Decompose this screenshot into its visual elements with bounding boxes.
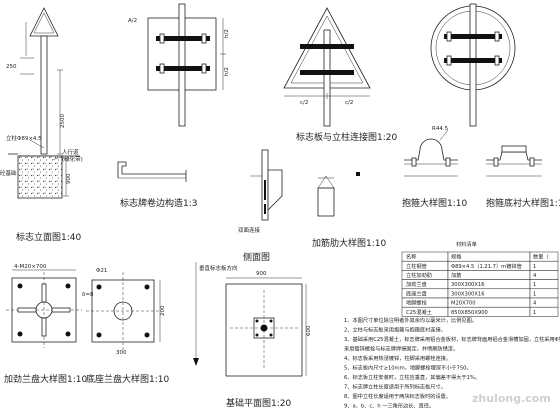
circle-sign-pole [469, 3, 477, 127]
table-cell: C25混凝土 [406, 308, 432, 316]
note-line: 1、本图尺寸单位除注明者外其余均以毫米计，比例见图。 [344, 316, 477, 324]
caption-side: 侧面图 [243, 251, 270, 263]
note-line: 6、标志板立柱安装时，立柱应垂直，其偏差不得大于1%。 [344, 373, 480, 381]
greening-label: (绿化带) [62, 155, 83, 163]
caption-flange: 加劲兰盘大样图1:10 [4, 373, 87, 385]
dim-600: 600 [306, 325, 312, 336]
table-cell: 立柱加劲肋 [406, 271, 432, 279]
note-line: 4、标志板采用热浸镀锌，柱脚采用螺栓连接。 [344, 354, 451, 362]
dim-900b: 900 [256, 271, 267, 277]
dim-c-half-1: c/2 [300, 100, 308, 106]
dim-250: 250 [6, 64, 17, 70]
table-cell: 地脚螺栓 [406, 299, 428, 307]
dim-200: 200 [160, 305, 166, 316]
caption-hoop: 抱箍大样图1:10 [402, 197, 467, 209]
caption-connection: 标志板与立柱连接图1:20 [296, 131, 397, 143]
hoop-detail: R44.5 抱箍大样图1:10 抱箍底衬大样图1:10 [402, 126, 560, 209]
rolled-edge-detail: 标志牌卷边构造1:3 [117, 161, 198, 209]
caption-rolled-edge: 标志牌卷边构造1:3 [120, 197, 198, 209]
triangle-sign-small [29, 7, 59, 37]
table-cell: 1 [533, 310, 536, 316]
walkway-label: 人行道 [62, 148, 79, 156]
table-cell: 加筋 [451, 271, 461, 279]
table-header-cell: 规格 [451, 253, 462, 261]
double-plate-label: 双面连接 [238, 226, 261, 234]
materials-table: 材料清单 名称 规格 数量（ 立柱钢管 Φ89×4.5（1.21.7）m镀锌管 1 立柱加劲… [401, 240, 559, 317]
table-cell: 1 [533, 291, 536, 297]
caption-hoop-lining: 抱箍底衬大样图1:10 [486, 197, 560, 209]
concrete-footing [17, 155, 63, 199]
table-cell: 立柱钢管 [406, 262, 427, 270]
table-cell: Φ89×4.5（1.21.7）m镀锌管 [451, 262, 522, 270]
sign-connection-view: h/2 h/2 A/2 c/2 c/2 标志板与立柱连接图1:20 [128, 3, 516, 143]
table-cell: 1 [533, 282, 536, 288]
table-header-cell: 数量（ [533, 253, 549, 261]
note-line: 采用镀锌螺栓与标志牌焊接固定，并喷刷防锈漆。 [344, 345, 458, 353]
table-cell: 300X300X16 [451, 291, 485, 297]
note-line: 3、基础采用C25混凝土，标志牌采用铝合金板材，标志牌背面用铝合金滑槽加固，立柱… [344, 335, 560, 343]
thickness-label: δ=8 [82, 292, 94, 298]
sign-pole [40, 35, 48, 155]
table-cell: 底座兰盘 [406, 289, 427, 297]
dim-2500: 2500 [60, 114, 66, 128]
hoop-radius-label: R44.5 [432, 126, 449, 132]
table-cell: 4 [533, 273, 537, 279]
rect-sign-pole [178, 3, 186, 127]
materials-title: 材料清单 [456, 240, 477, 248]
table-cell-box [529, 306, 559, 317]
caption-foundation: 基础平面图1:20 [226, 397, 291, 409]
notes-block: 1、本图尺寸单位除注明者外其余均以毫米计，比例见图。 2、立柱与标志板采用抱箍与抱… [344, 316, 560, 410]
dim-300: 300 [116, 350, 127, 356]
caption-stiffener: 加筋肋大样图1:10 [312, 237, 386, 249]
caption-elevation: 标志立面图1:40 [16, 231, 81, 243]
direction-note: 垂直标志板方向 [199, 264, 238, 272]
table-cell: M20X700 [451, 301, 476, 307]
base-label: 砼基础 [0, 169, 17, 177]
dim-c-half-2: c/2 [345, 100, 353, 106]
dim-900: 900 [66, 173, 72, 184]
note-line: 5、标志板内尺寸≥10mm，地脚螺栓埋深不小于750。 [344, 364, 472, 372]
stiffened-flange-detail: 4-M20×700 加劲兰盘大样图1:10 [4, 264, 87, 385]
note-line: 2、立柱与标志板采用抱箍与抱箍底衬连接。 [344, 326, 446, 334]
bolt-spec-label: 4-M20×700 [14, 264, 47, 270]
stiffener-detail: 双面连接 加筋肋大样图1:10 侧面图 [238, 149, 386, 263]
dim-a-half: A/2 [128, 18, 137, 24]
table-header-cell: 名称 [406, 253, 416, 261]
watermark: zhulong.com [472, 392, 551, 405]
dim-h-half-2: h/2 [224, 67, 230, 76]
hole-dia-label: Φ21 [96, 268, 107, 274]
triangle-sign-pole [323, 29, 331, 127]
table-cell: 1 [533, 264, 536, 270]
table-cell: 300X300X16 [451, 282, 485, 288]
note-line: 9、a、b、c、h 一三角形边长、直径。 [344, 402, 434, 410]
table-cell: 加劲兰盘 [406, 280, 427, 288]
foundation-plan: 900 600 基础平面图1:20 [225, 271, 312, 409]
note-line: 8、图中立柱长度适用于两块标志板时的设置。 [344, 392, 451, 400]
sign-elevation-view: 250 2500 900 立柱Φ89×4.5 人行道 (绿化带) 砼基础 标志立… [0, 7, 83, 243]
table-cell: 4 [533, 301, 537, 307]
caption-base-flange: 底座兰盘大样图1:10 [86, 373, 169, 385]
pole-spec-label: 立柱Φ89×4.5 [6, 134, 42, 142]
note-line: 7、标志牌立柱长度适用于所列标志板尺寸。 [344, 383, 446, 391]
table-cell: 850X850X900 [451, 310, 488, 316]
base-flange-detail: Φ21 δ=8 200 300 底座兰盘大样图1:10 [82, 268, 169, 385]
dim-h-half-1: h/2 [224, 29, 230, 38]
direction-arrow: 垂直标志板方向 [193, 262, 238, 366]
